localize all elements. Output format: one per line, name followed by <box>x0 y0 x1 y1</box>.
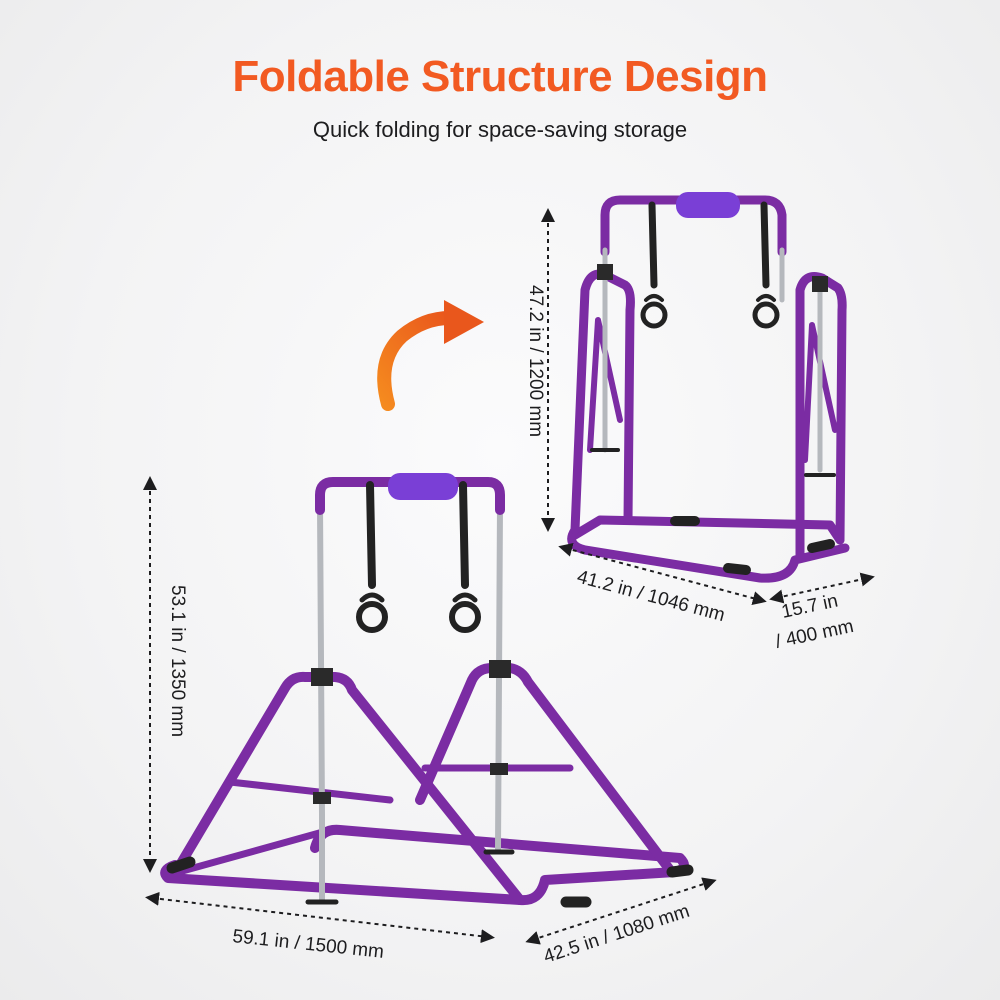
folded-bar-frame <box>567 192 850 583</box>
curved-arrow-icon <box>377 300 484 411</box>
unfolded-width-label: 59.1 in / 1500 mm <box>231 926 384 963</box>
page-subtitle: Quick folding for space-saving storage <box>312 117 688 142</box>
folded-height-label: 47.2 in / 1200 mm <box>525 285 546 437</box>
folded-width-label: 41.2 in / 1046 mm <box>575 567 727 627</box>
unfolded-height-label: 53.1 in / 1350 mm <box>167 585 188 737</box>
unfolded-bar-frame <box>160 473 694 908</box>
page-title: Foldable Structure Design <box>232 52 768 101</box>
unfolded-depth-label: 42.5 in / 1080 mm <box>541 901 692 968</box>
dimension-lines <box>143 208 875 945</box>
folded-depth-label-line1: 15.7 in <box>780 590 840 622</box>
